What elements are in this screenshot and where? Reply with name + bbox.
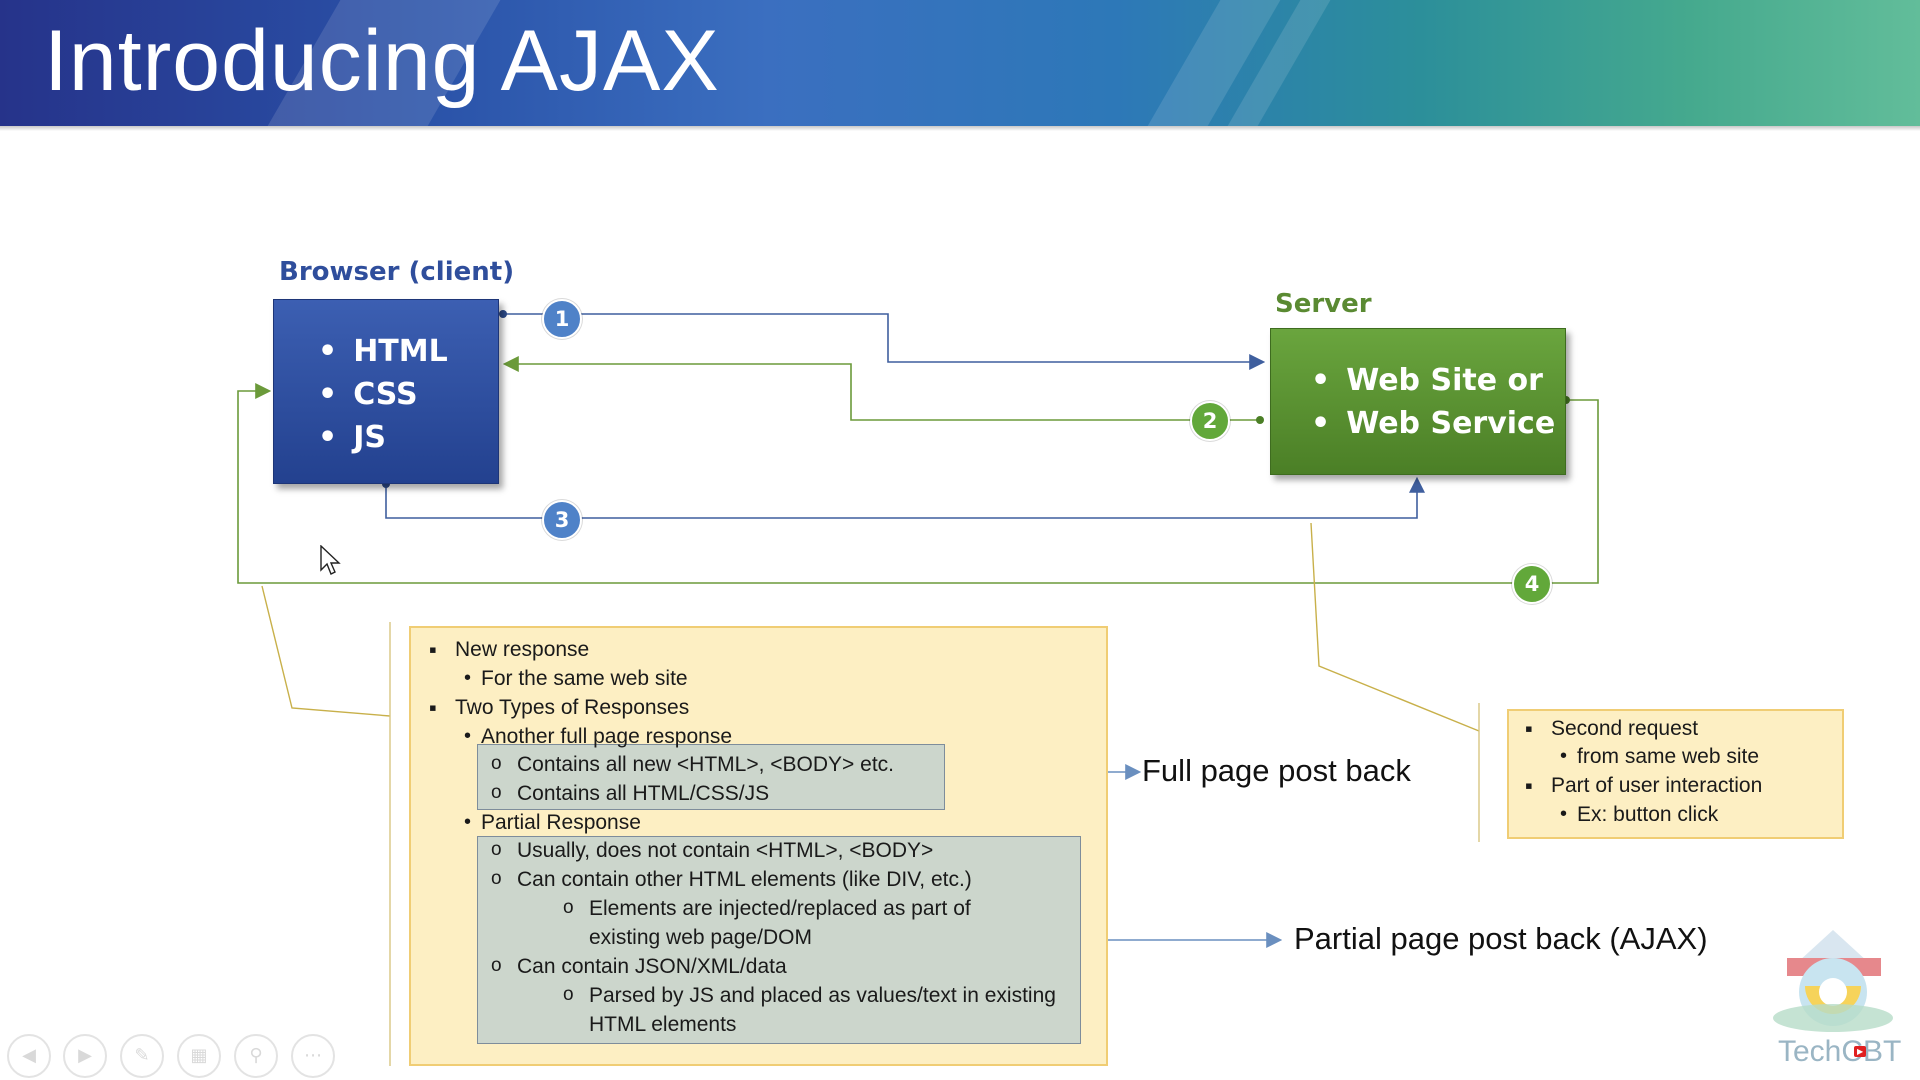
- browser-item: HTML: [318, 330, 498, 373]
- note-item: Contains all HTML/CSS/JS: [491, 782, 769, 806]
- previous-slide-icon[interactable]: ◀: [7, 1034, 51, 1078]
- connector-response-4: [237, 383, 1599, 584]
- subscribe-badge-icon[interactable]: ▶: [1854, 1046, 1867, 1057]
- logo-brand-text: TechCBT: [1778, 1035, 1902, 1068]
- callout-leader-side: [1310, 522, 1480, 732]
- note-item: Parsed by JS and placed as values/text i…: [563, 984, 1056, 1008]
- note-item-continued: HTML elements: [589, 1013, 737, 1036]
- step-badge-3: 3: [542, 500, 582, 540]
- note-subbullet: For the same web site: [464, 667, 688, 691]
- note-bullet: New response: [429, 637, 589, 663]
- techcbt-logo: TechCBT ▶: [1768, 928, 1902, 1068]
- note-item: Can contain JSON/XML/data: [491, 955, 787, 979]
- next-slide-icon[interactable]: ▶: [63, 1034, 107, 1078]
- note-subbullet: Partial Response: [464, 811, 641, 835]
- pen-icon[interactable]: ✎: [120, 1034, 164, 1078]
- step-badge-2: 2: [1190, 401, 1230, 441]
- connector-dot: [1256, 416, 1264, 424]
- full-postback-label: Full page post back: [1142, 753, 1411, 788]
- logo-mark-icon: [1773, 930, 1893, 1032]
- slide-title: Introducing AJAX: [44, 13, 720, 109]
- server-item: Web Service: [1311, 402, 1565, 445]
- note-item: Contains all new <HTML>, <BODY> etc.: [491, 753, 894, 777]
- note-item: Usually, does not contain <HTML>, <BODY>: [491, 839, 933, 863]
- step-badge-1: 1: [542, 299, 582, 339]
- zoom-icon[interactable]: ⚲: [234, 1034, 278, 1078]
- response-notes: New response For the same web site Two T…: [409, 626, 1108, 1066]
- note-item: Can contain other HTML elements (like DI…: [491, 868, 972, 892]
- note-bullet: Second request: [1525, 716, 1698, 742]
- partial-postback-label: Partial page post back (AJAX): [1294, 921, 1708, 956]
- note-subbullet: Another full page response: [464, 725, 732, 749]
- note-subbullet: Ex: button click: [1560, 803, 1718, 827]
- connector-response-2: [502, 356, 1260, 421]
- browser-label: Browser (client): [279, 257, 515, 287]
- note-subbullet: from same web site: [1560, 745, 1759, 769]
- browser-item: CSS: [318, 373, 498, 416]
- step-badge-4: 4: [1512, 564, 1552, 604]
- slides-grid-icon[interactable]: ▦: [177, 1034, 221, 1078]
- server-label: Server: [1275, 289, 1372, 319]
- slide-header: Introducing AJAX: [0, 0, 1920, 126]
- header-shadow: [0, 126, 1920, 131]
- connector-dot: [499, 310, 507, 318]
- connector-request-1: [503, 313, 1266, 370]
- browser-node: HTML CSS JS: [273, 299, 499, 484]
- connector-request-3: [385, 476, 1425, 519]
- server-item: Web Site or: [1311, 359, 1565, 402]
- more-options-icon[interactable]: ⋯: [291, 1034, 335, 1078]
- mouse-cursor-icon: [320, 545, 341, 575]
- request-notes: Second request from same web site Part o…: [1507, 709, 1844, 839]
- server-node: Web Site or Web Service: [1270, 328, 1566, 475]
- note-item: Elements are injected/replaced as part o…: [563, 897, 971, 921]
- note-bullet: Two Types of Responses: [429, 695, 689, 721]
- callout-leader-main: [261, 585, 391, 717]
- note-bullet: Part of user interaction: [1525, 773, 1762, 799]
- browser-item: JS: [318, 416, 498, 459]
- note-item-continued: existing web page/DOM: [589, 926, 812, 949]
